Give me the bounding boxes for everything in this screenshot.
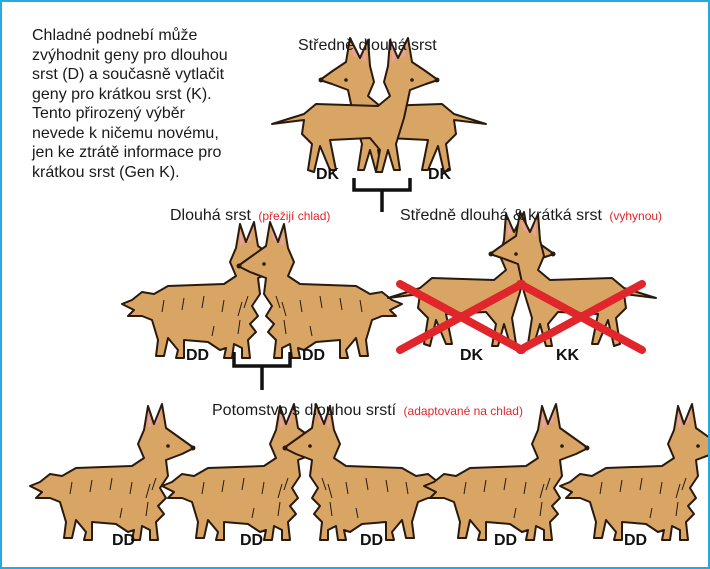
offspring-title: Potomstvo s dlouhou srstí xyxy=(212,402,396,419)
gene-label: DK xyxy=(460,347,483,365)
gene-label: DD xyxy=(112,532,135,550)
short-hair-note: (vyhynou) xyxy=(609,209,662,223)
gene-label: DD xyxy=(494,532,517,550)
short-hair-title: Středně dlouhá & krátká srst xyxy=(400,207,602,224)
parents-title: Středně dlouhá srst xyxy=(298,37,437,55)
gene-label: DK xyxy=(428,166,451,184)
offspring-heading: Potomstvo s dlouhou srstí (adaptované na… xyxy=(212,402,523,420)
offspring-note: (adaptované na chlad) xyxy=(404,404,523,418)
long-hair-title: Dlouhá srst xyxy=(170,207,251,224)
gene-label: DD xyxy=(186,347,209,365)
short-hair-heading: Středně dlouhá & krátká srst (vyhynou) xyxy=(400,207,662,225)
gene-label: KK xyxy=(556,347,579,365)
long-hair-note: (přežijí chlad) xyxy=(258,209,330,223)
gene-label: DD xyxy=(302,347,325,365)
gene-label: DD xyxy=(360,532,383,550)
gene-label: DD xyxy=(240,532,263,550)
gene-label: DD xyxy=(624,532,647,550)
gene-label: DK xyxy=(316,166,339,184)
long-hair-heading: Dlouhá srst (přežijí chlad) xyxy=(170,207,330,225)
